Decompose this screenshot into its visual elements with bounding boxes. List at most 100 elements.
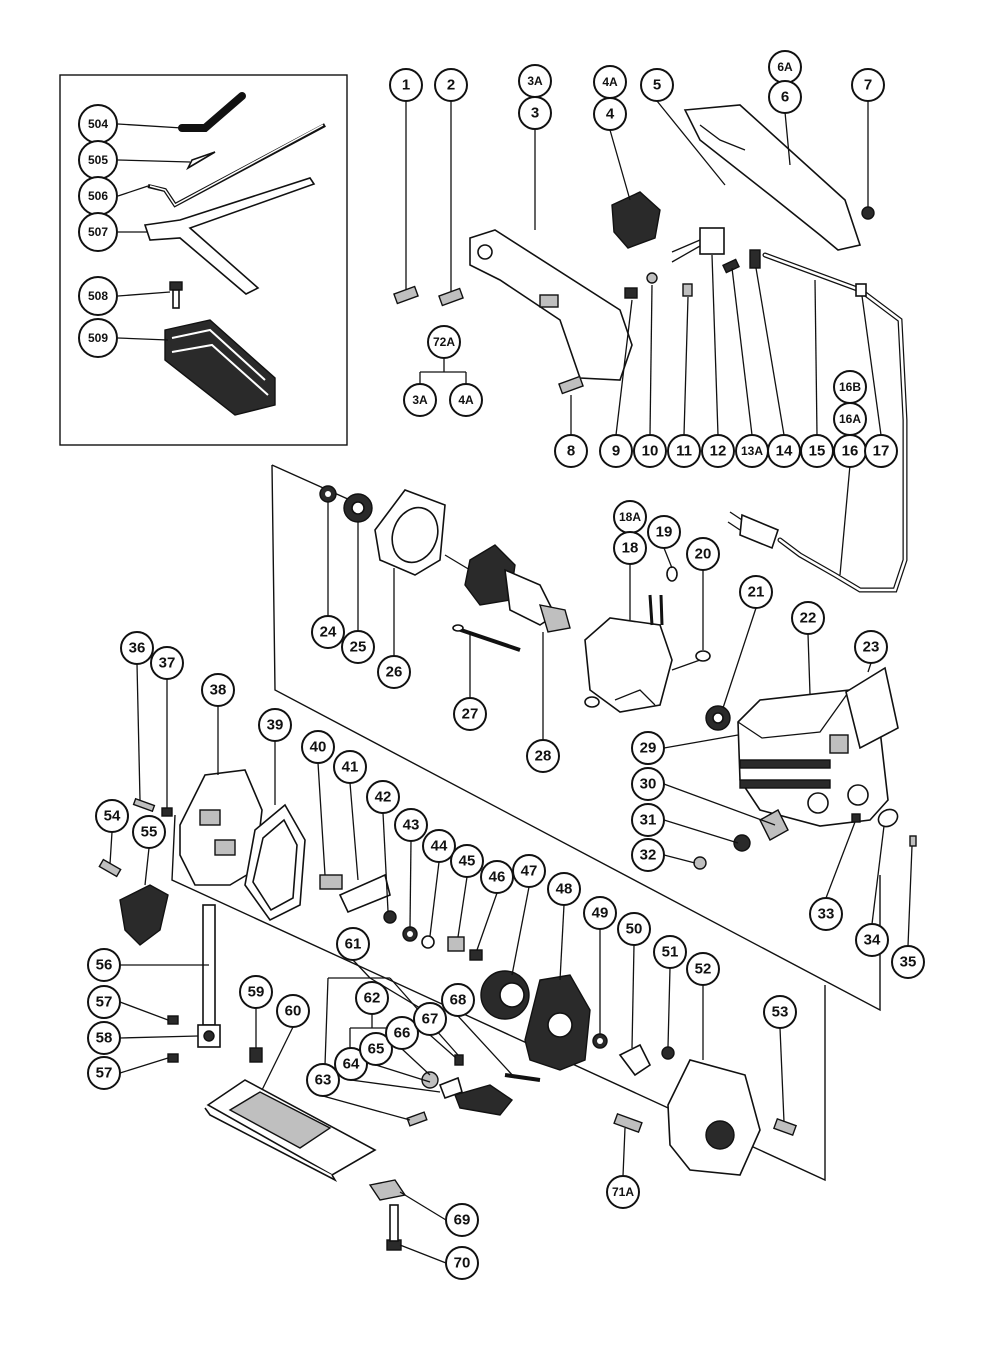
svg-text:57: 57 [96, 1065, 113, 1082]
part-label-6a: 6A [768, 50, 802, 84]
gear-plate-drawing [524, 974, 591, 1071]
part-label-34: 34 [855, 923, 889, 957]
part-label-36: 36 [120, 631, 154, 665]
svg-text:25: 25 [350, 639, 367, 656]
part-label-48: 48 [547, 872, 581, 906]
svg-text:4: 4 [606, 106, 615, 123]
svg-text:37: 37 [159, 655, 176, 672]
part-label-10: 10 [633, 434, 667, 468]
svg-text:39: 39 [267, 717, 284, 734]
svg-text:508: 508 [88, 289, 108, 303]
svg-text:5: 5 [653, 77, 661, 94]
svg-text:52: 52 [695, 961, 712, 978]
part-label-41: 41 [333, 750, 367, 784]
part-label-72a-3a: 3A [403, 383, 437, 417]
part-label-54: 54 [95, 799, 129, 833]
svg-text:64: 64 [343, 1056, 360, 1073]
svg-text:36: 36 [129, 640, 146, 657]
part-label-52: 52 [686, 952, 720, 986]
svg-text:7: 7 [864, 77, 872, 94]
roller-holder-drawing [454, 1084, 514, 1116]
part-label-42: 42 [366, 780, 400, 814]
svg-text:6A: 6A [777, 60, 793, 74]
label-plate-drawing [845, 666, 899, 750]
base-plate-drawing [204, 1079, 377, 1183]
svg-text:38: 38 [210, 682, 227, 699]
svg-text:26: 26 [386, 664, 403, 681]
part-label-67: 67 [413, 1002, 447, 1036]
svg-text:58: 58 [96, 1030, 113, 1047]
capacitor-drawing [671, 227, 725, 263]
part-label-35: 35 [891, 945, 925, 979]
svg-text:12: 12 [710, 443, 727, 460]
parallel-guide-drawing [143, 177, 316, 295]
part-label-68: 68 [441, 983, 475, 1017]
part-label-28: 28 [526, 739, 560, 773]
power-cord-drawing [727, 252, 908, 593]
part-label-29: 29 [631, 731, 665, 765]
svg-text:51: 51 [662, 944, 679, 961]
bearing-holder-drawing [374, 489, 446, 576]
part-label-60: 60 [276, 994, 310, 1028]
part-label-19: 19 [647, 515, 681, 549]
part-label-3a: 3A [518, 64, 552, 98]
svg-text:507: 507 [88, 225, 108, 239]
svg-text:32: 32 [640, 847, 657, 864]
svg-text:54: 54 [104, 808, 121, 825]
part-label-505: 505 [78, 140, 118, 180]
part-label-22: 22 [791, 601, 825, 635]
part-label-8: 8 [554, 434, 588, 468]
handle-left-drawing [469, 229, 633, 381]
bolt-drawing [169, 281, 183, 309]
svg-text:30: 30 [640, 776, 657, 793]
svg-text:6: 6 [781, 89, 789, 106]
part-label-6: 6 [768, 80, 802, 114]
gear-section-frame [171, 814, 826, 1182]
part-label-7: 7 [851, 68, 885, 102]
part-label-20: 20 [686, 537, 720, 571]
svg-text:31: 31 [640, 812, 657, 829]
part-label-30: 30 [631, 767, 665, 801]
svg-text:20: 20 [695, 546, 712, 563]
part-label-72a: 72A [427, 325, 461, 359]
part-label-504: 504 [78, 104, 118, 144]
svg-text:40: 40 [310, 739, 327, 756]
svg-text:18: 18 [622, 540, 639, 557]
part-label-16a: 16A [833, 402, 867, 436]
part-label-49: 49 [583, 896, 617, 930]
part-label-507: 507 [78, 212, 118, 252]
svg-text:9: 9 [612, 443, 620, 460]
svg-text:55: 55 [141, 824, 158, 841]
svg-text:4A: 4A [602, 75, 618, 89]
part-label-43: 43 [394, 808, 428, 842]
part-label-4: 4 [593, 97, 627, 131]
svg-text:15: 15 [809, 443, 826, 460]
svg-text:66: 66 [394, 1025, 411, 1042]
part-label-63: 63 [306, 1063, 340, 1097]
gear-drawing [480, 970, 530, 1020]
part-label-12: 12 [701, 434, 735, 468]
hex-wrench-drawing [178, 92, 246, 132]
svg-text:506: 506 [88, 189, 108, 203]
svg-text:27: 27 [462, 706, 479, 723]
part-label-38: 38 [201, 673, 235, 707]
part-label-59: 59 [239, 975, 273, 1009]
part-label-13a: 13A [735, 434, 769, 468]
part-label-33: 33 [809, 897, 843, 931]
part-label-1: 1 [389, 68, 423, 102]
svg-text:8: 8 [567, 443, 575, 460]
part-label-21: 21 [739, 575, 773, 609]
part-label-50: 50 [617, 912, 651, 946]
part-label-45: 45 [450, 844, 484, 878]
part-label-18: 18 [613, 531, 647, 565]
svg-text:42: 42 [375, 789, 392, 806]
brush-drawing [452, 624, 521, 652]
part-label-53: 53 [763, 995, 797, 1029]
svg-text:4A: 4A [458, 393, 474, 407]
screw-drawing [393, 285, 419, 305]
svg-text:65: 65 [368, 1041, 385, 1058]
part-label-71a: 71A [606, 1175, 640, 1209]
part-label-32: 32 [631, 838, 665, 872]
svg-text:56: 56 [96, 957, 113, 974]
svg-text:16B: 16B [839, 380, 861, 394]
